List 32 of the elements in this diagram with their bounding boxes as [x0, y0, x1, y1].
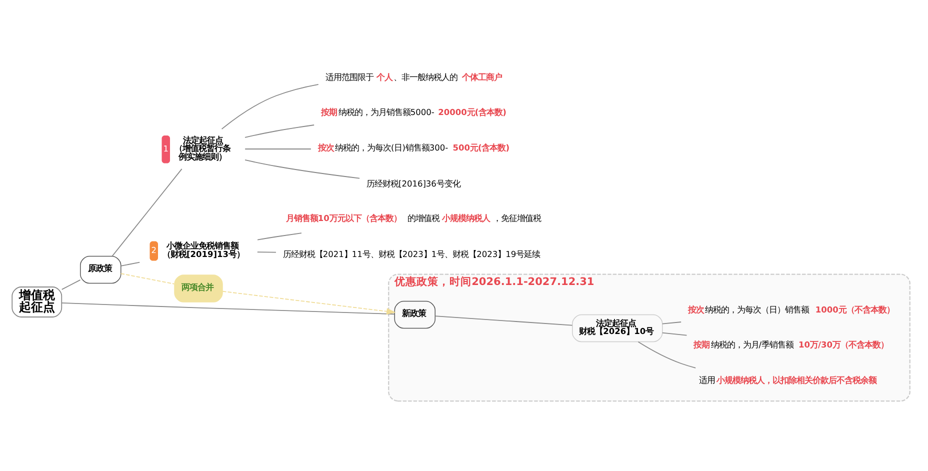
connector — [244, 124, 315, 138]
connector — [61, 278, 81, 290]
node-box: 两项合并 — [174, 274, 223, 302]
connector — [638, 340, 696, 368]
node-box: 法定起征点财税【2026】10号 — [572, 314, 663, 342]
node-box: 增值税起征点 — [12, 286, 62, 317]
node-box: 2 — [150, 240, 158, 260]
node-text: 适用范围限于个人、非一般纳税人的个体工商户 — [325, 71, 502, 82]
connector — [244, 159, 360, 178]
connector — [221, 83, 319, 129]
connector — [112, 168, 182, 256]
node-label: 法定起征点（增值税暂行条例实施细则） — [174, 134, 230, 161]
connector — [662, 332, 688, 336]
connector — [434, 315, 573, 326]
node-text: 月销售额10万元以下（含本数）的增值税小规模纳税人，免征增值税 — [286, 212, 541, 222]
connector — [256, 251, 276, 252]
node-box: 原政策 — [80, 255, 122, 284]
connector — [662, 321, 682, 324]
node-text: 适用小规模纳税人，以扣除相关价款后不含税余额 — [699, 374, 876, 384]
node-box: 新政策 — [394, 300, 436, 328]
arrow — [222, 290, 396, 314]
node-text: 按期纳税的，为月销售额5000-20000元(含本数) — [321, 106, 506, 117]
connector — [61, 302, 395, 314]
node-box: 1 — [162, 135, 170, 163]
node-label: 小微企业免税销售额（财税[2019]13号） — [162, 240, 244, 258]
node-text: 历经财税【2021】11号、财税【2023】1号、财税【2023】19号延续 — [282, 248, 540, 258]
connector — [120, 272, 175, 284]
node-text: 按次纳税的，为每次(日)销售额300-500元(含本数) — [318, 142, 510, 152]
connector — [244, 148, 312, 149]
node-text: 历经财税[2016]36号变化 — [366, 178, 460, 188]
connector — [120, 261, 140, 266]
connector — [257, 232, 302, 240]
